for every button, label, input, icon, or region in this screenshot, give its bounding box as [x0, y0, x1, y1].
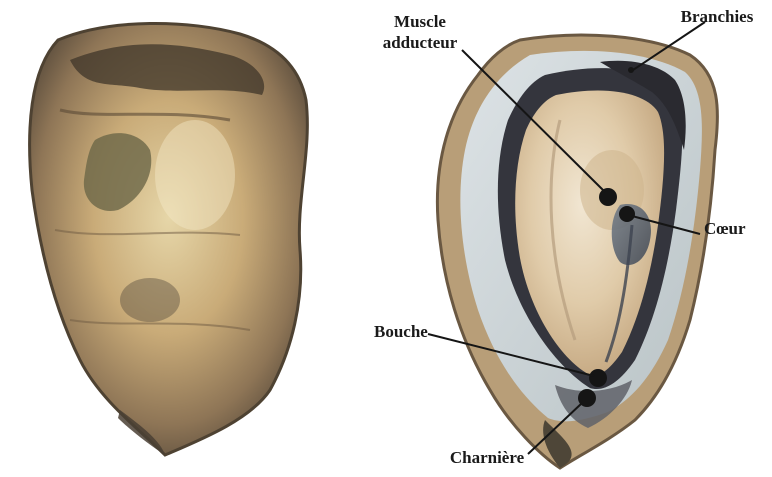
label-coeur: Cœur: [704, 219, 746, 238]
marker-muscle-adducteur: [599, 188, 617, 206]
shell-highlight: [155, 120, 235, 230]
marker-bouche: [589, 369, 607, 387]
label-bouche: Bouche: [374, 322, 428, 341]
marker-coeur: [619, 206, 635, 222]
oyster-closed-shell: [30, 23, 308, 455]
shell-shadow-spot: [120, 278, 180, 322]
label-muscle-line1: Muscle: [394, 12, 446, 31]
label-charniere: Charnière: [450, 448, 525, 467]
label-muscle-line2: adducteur: [383, 33, 458, 52]
label-branchies: Branchies: [681, 7, 754, 26]
oyster-open-anatomy: [428, 22, 717, 468]
